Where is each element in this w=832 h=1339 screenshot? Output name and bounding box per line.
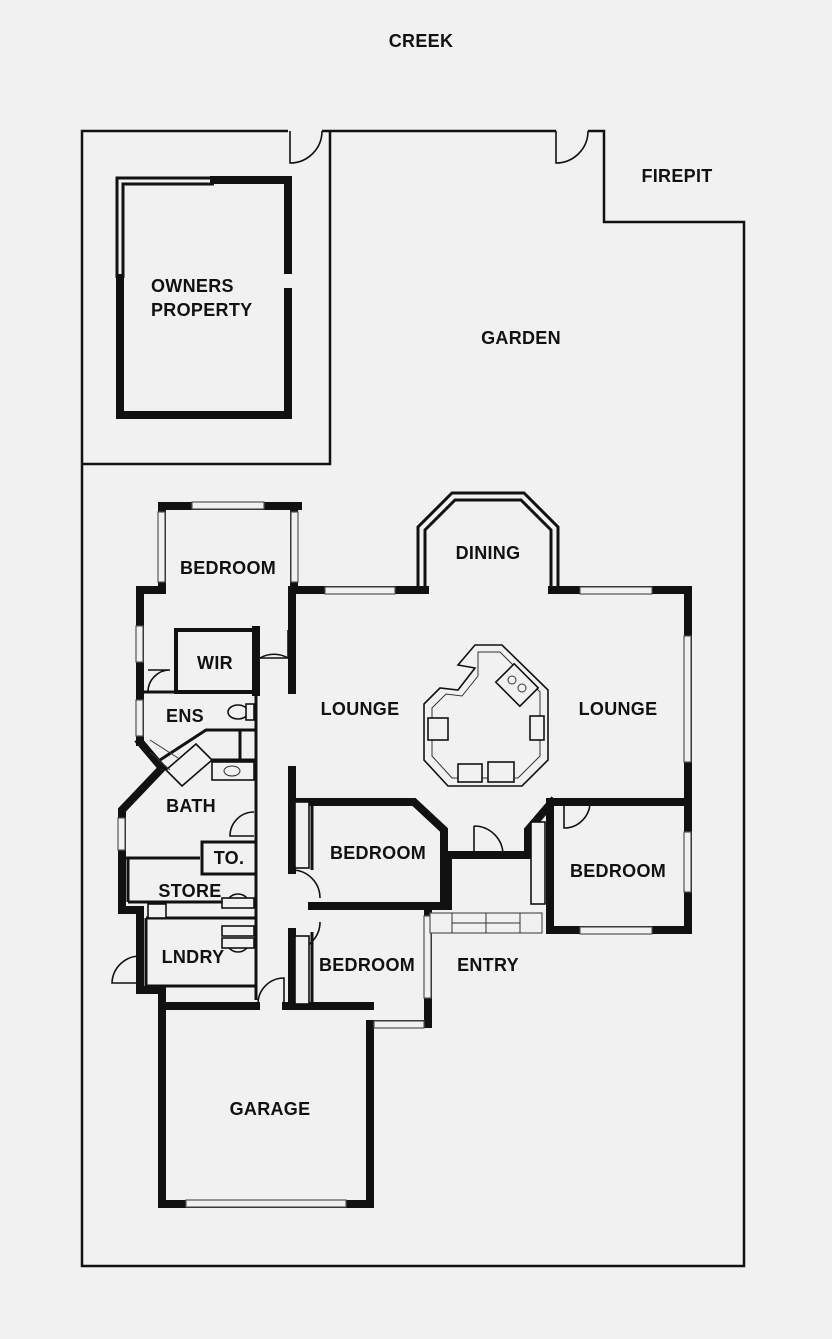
dining-label: DINING [456, 543, 521, 563]
bedroom-mid-label: BEDROOM [330, 843, 426, 863]
garden-label: GARDEN [481, 328, 561, 348]
lndry-label: LNDRY [162, 947, 225, 967]
bath-label: BATH [166, 796, 216, 816]
doors [111, 630, 591, 1005]
lounge-right-label: LOUNGE [579, 699, 658, 719]
kitchen-island [423, 644, 549, 787]
lounge-left-label: LOUNGE [321, 699, 400, 719]
windows [117, 501, 692, 1208]
toilet-label: TO. [214, 848, 245, 868]
wir-label: WIR [197, 653, 233, 673]
bedroom-low-label: BEDROOM [319, 955, 415, 975]
bedroom-top-label: BEDROOM [180, 558, 276, 578]
entry-label: ENTRY [457, 955, 519, 975]
garage-label: GARAGE [230, 1099, 311, 1119]
labels: CREEK FIREPIT OWNERS PROPERTY GARDEN DIN… [151, 31, 712, 1119]
ens-label: ENS [166, 706, 204, 726]
bathroom-fixtures [147, 703, 255, 949]
owners-label-line2: PROPERTY [151, 300, 252, 320]
owners-building [115, 176, 292, 419]
interior-walls [122, 586, 448, 1010]
property-boundary [80, 129, 746, 1268]
creek-label: CREEK [389, 31, 454, 51]
bedroom-right-label: BEDROOM [570, 861, 666, 881]
firepit-label: FIREPIT [641, 166, 712, 186]
store-label: STORE [158, 881, 221, 901]
owners-label-line1: OWNERS [151, 276, 234, 296]
